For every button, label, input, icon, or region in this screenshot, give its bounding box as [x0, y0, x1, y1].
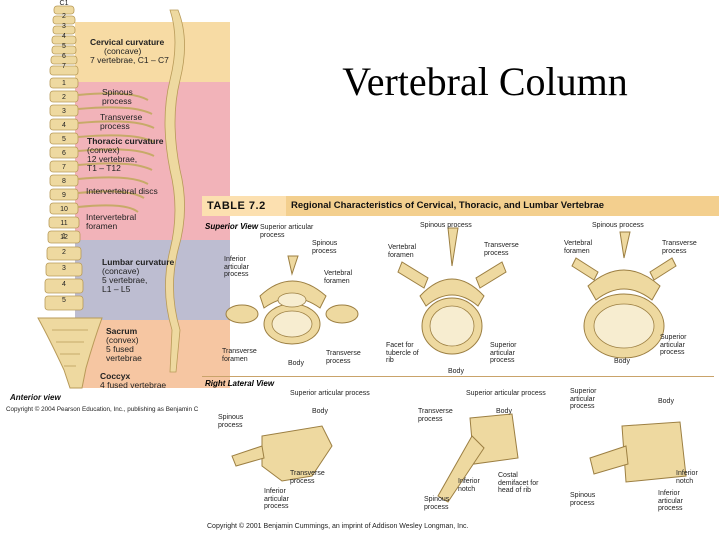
- vertebra-number-c7: 7: [62, 63, 66, 70]
- anterior-view-label: Anterior view: [10, 393, 61, 402]
- vertebra-number-t1: 1: [62, 80, 66, 87]
- c-sup-transverse-foramen-label: Transverse foramen: [222, 348, 257, 363]
- t-lat-inferior-notch-label: Inferior notch: [458, 478, 480, 493]
- vertebra-number-t4: 4: [62, 122, 66, 129]
- sacrum-label: Sacrum (convex) 5 fused vertebrae: [106, 326, 142, 363]
- cervical-curvature-label: Cervical curvature (concave) 7 vertebrae…: [90, 37, 169, 65]
- vertebra-number-c3: 3: [62, 23, 66, 30]
- vertebra-number-t6: 6: [62, 150, 66, 157]
- slide-title: Vertebral Column: [342, 59, 628, 104]
- cervical-region-band: [75, 22, 230, 82]
- copyright-left: Copyright © 2004 Pearson Education, Inc.…: [6, 406, 199, 413]
- t-lat-superior-articular-label: Superior articular process: [466, 390, 546, 397]
- vertebra-number-c2: 2: [62, 13, 66, 20]
- table-title: Regional Characteristics of Cervical, Th…: [286, 196, 719, 216]
- thoracic-curvature-label: Thoracic curvature (convex) 12 vertebrae…: [87, 136, 164, 173]
- vertebra-number-l4: 4: [62, 281, 66, 288]
- vertebra-number-l5: 5: [62, 297, 66, 304]
- vertebra-number-t10: 10: [60, 206, 68, 213]
- intervertebral-discs-label: Intervertebral discs: [86, 186, 158, 196]
- c-sup-vertebral-foramen-label: Vertebral foramen: [324, 270, 353, 285]
- l-sup-vertebral-foramen-label: Vertebral foramen: [564, 240, 593, 255]
- lumbar-region-band: [75, 240, 230, 320]
- table-number: TABLE 7.2: [202, 196, 287, 216]
- c-lat-spinous-label: Spinous process: [218, 414, 244, 429]
- l-lat-body-label: Body: [658, 398, 674, 405]
- vertebra-number-l2: 2: [62, 249, 66, 256]
- vertebra-number-c4: 4: [62, 33, 66, 40]
- l-lat-spinous-label: Spinous process: [570, 492, 596, 507]
- vertebra-number-c1: C1: [59, 0, 69, 7]
- c-lat-inferior-articular-label: Inferior articular process: [264, 488, 289, 510]
- vertebra-number-t7: 7: [62, 164, 66, 171]
- c-lat-transverse-label: Transverse process: [290, 470, 325, 485]
- vertebra-number-t11: 11: [60, 220, 68, 227]
- l-lat-superior-articular-label: Superior articular process: [570, 388, 597, 410]
- c-sup-body-label: Body: [288, 360, 304, 367]
- vertebra-number-t2: 2: [62, 94, 66, 101]
- intervertebral-foramen-label: Intervertebral foramen: [86, 212, 137, 231]
- c-lat-superior-articular-label: Superior articular process: [290, 390, 370, 397]
- table-header: TABLE 7.2 Regional Characteristics of Ce…: [202, 196, 719, 216]
- vertebra-number-t12: 12: [60, 234, 68, 241]
- vertebral-column-drawing: [37, 5, 185, 389]
- c-lat-body-label: Body: [312, 408, 328, 415]
- vertebra-number-c6: 6: [62, 53, 66, 60]
- view-divider: [202, 376, 714, 377]
- sacrum-region-band: [75, 320, 230, 372]
- c-sup-superior-articular-label: Superior articular process: [260, 224, 314, 239]
- superior-view-label: Superior View: [205, 222, 259, 231]
- t-sup-transverse-label: Transverse process: [484, 242, 519, 257]
- c-sup-inferior-articular-label: Inferior articular process: [224, 256, 249, 278]
- vertebra-number-c5: 5: [62, 43, 66, 50]
- spinous-process-label: Spinous process: [102, 87, 133, 106]
- l-sup-body-label: Body: [614, 358, 630, 365]
- t-lat-costal-demifacet-label: Costal demifacet for head of rib: [498, 472, 539, 494]
- right-lateral-view-label: Right Lateral View: [205, 379, 275, 388]
- l-lat-inferior-notch-label: Inferior notch: [676, 470, 698, 485]
- transverse-process-label: Transverse process: [100, 112, 143, 131]
- vertebrae-drawings: [225, 227, 687, 503]
- vertebra-number-l1: 1: [62, 233, 66, 240]
- lumbar-curvature-label: Lumbar curvature (concave) 5 vertebrae, …: [102, 257, 175, 294]
- t-lat-spinous-label: Spinous process: [424, 496, 450, 511]
- c-sup-transverse-process-label: Transverse process: [326, 350, 361, 365]
- t-sup-vertebral-foramen-label: Vertebral foramen: [388, 244, 417, 259]
- t-sup-body-label: Body: [448, 368, 464, 375]
- t-sup-superior-articular-label: Superior articular process: [490, 342, 517, 364]
- l-sup-superior-articular-label: Superior articular process: [660, 334, 687, 356]
- vertebra-number-t5: 5: [62, 136, 66, 143]
- vertebra-number-t3: 3: [62, 108, 66, 115]
- vertebrae-table: TABLE 7.2 Regional Characteristics of Ce…: [202, 196, 719, 532]
- l-sup-transverse-label: Transverse process: [662, 240, 697, 255]
- coccyx-region-band: [75, 372, 230, 388]
- l-sup-spinous-label: Spinous process: [592, 222, 644, 229]
- copyright-right: Copyright © 2001 Benjamin Cummings, an i…: [207, 523, 469, 530]
- l-lat-inferior-articular-label: Inferior articular process: [658, 490, 683, 512]
- vertebra-number-l3: 3: [62, 265, 66, 272]
- coccyx-label: Coccyx 4 fused vertebrae: [100, 371, 167, 390]
- t-lat-body-label: Body: [496, 408, 512, 415]
- t-sup-facet-label: Facet for tubercle of rib: [386, 342, 419, 364]
- t-sup-spinous-label: Spinous process: [420, 222, 472, 229]
- vertebra-number-t9: 9: [62, 192, 66, 199]
- c-sup-spinous-label: Spinous process: [312, 240, 338, 255]
- vertebra-number-t8: 8: [62, 178, 66, 185]
- t-lat-transverse-label: Transverse process: [418, 408, 453, 423]
